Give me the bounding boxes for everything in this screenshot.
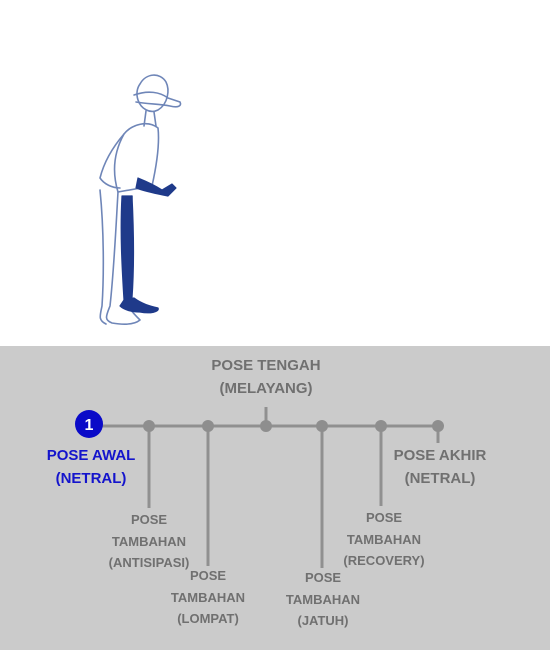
timeline-node-akhir (432, 420, 444, 432)
label-line: (NETRAL) (404, 470, 476, 487)
timeline-node-tengah (260, 420, 272, 432)
label-line: (ANTISIPASI) (108, 555, 190, 570)
figure-arm-far (135, 177, 177, 197)
label-pose-recovery: POSE TAMBAHAN (RECOVERY) (334, 507, 434, 572)
standing-figure-drawing (99, 74, 182, 326)
figure-shoe (119, 297, 159, 314)
active-step-number: 1 (85, 417, 94, 434)
figure-leg-front (99, 189, 107, 325)
figure-leg-dark (120, 195, 135, 301)
label-line: TAMBAHAN (346, 531, 422, 547)
timeline-node-lompat (202, 420, 214, 432)
label-pose-lompat: POSE TAMBAHAN (LOMPAT) (158, 565, 258, 630)
label-line: TAMBAHAN (170, 589, 246, 605)
label-line: (MELAYANG) (219, 380, 313, 397)
label-line: POSE (365, 510, 403, 525)
label-line: (JATUH) (297, 613, 349, 628)
label-line: POSE (130, 512, 168, 527)
timeline-panel: 1 POSE TENGAH (MELAYANG) POSE AWAL (NETR… (0, 346, 550, 650)
label-pose-akhir: POSE AKHIR (NETRAL) (380, 444, 500, 490)
label-line: POSE AKHIR (393, 447, 487, 464)
label-pose-tengah: POSE TENGAH (MELAYANG) (196, 354, 336, 400)
label-line: (LOMPAT) (177, 611, 239, 626)
figure-torso (113, 122, 160, 193)
label-line: POSE TENGAH (211, 357, 321, 374)
label-line: TAMBAHAN (285, 591, 361, 607)
timeline-node-recovery (375, 420, 387, 432)
label-pose-awal[interactable]: POSE AWAL (NETRAL) (31, 444, 151, 490)
figure-arm-near (99, 133, 125, 189)
label-line: POSE (304, 570, 342, 585)
label-line: (RECOVERY) (343, 553, 425, 568)
label-line: POSE (189, 568, 227, 583)
label-line: (NETRAL) (55, 470, 127, 487)
timeline-node-jatuh (316, 420, 328, 432)
timeline-node-antisipasi (143, 420, 155, 432)
label-pose-jatuh: POSE TAMBAHAN (JATUH) (273, 567, 373, 632)
illustration-area (99, 74, 182, 326)
active-step-badge[interactable] (75, 410, 103, 438)
figure-visor (133, 91, 182, 108)
timeline-diagram: 1 (75, 407, 444, 568)
label-line: POSE AWAL (46, 447, 136, 464)
label-line: TAMBAHAN (111, 533, 187, 549)
label-pose-antisipasi: POSE TAMBAHAN (ANTISIPASI) (99, 509, 199, 574)
